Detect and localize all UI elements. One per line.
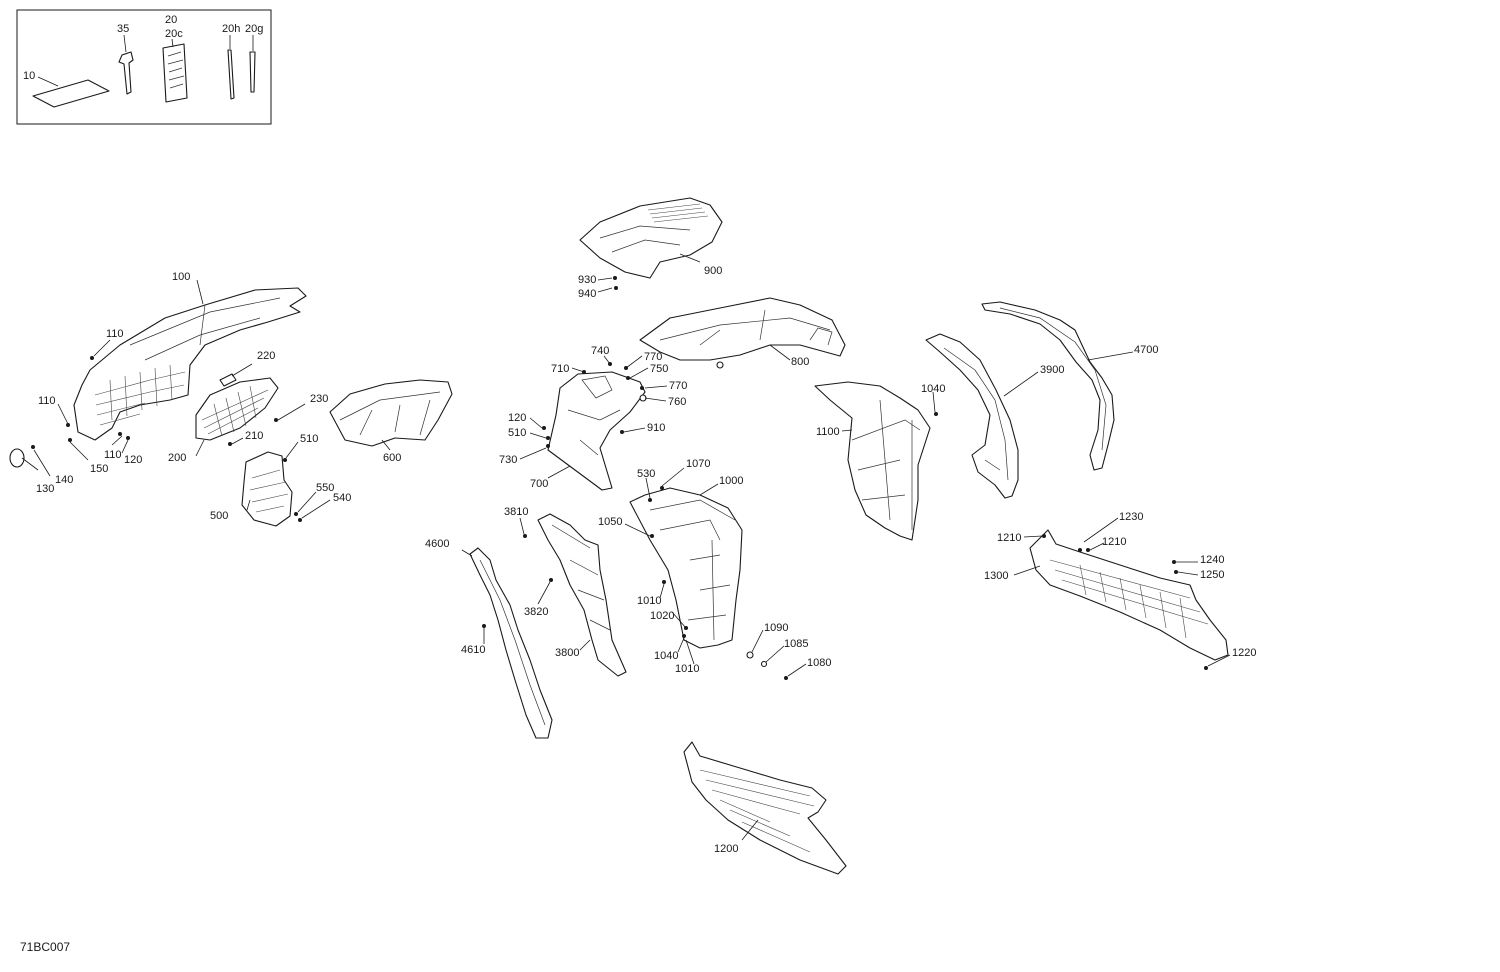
callout-1090: 1090 [764,622,788,634]
callout-730: 730 [499,454,517,466]
part-600-front-panel [329,379,453,447]
callout-910: 910 [647,422,665,434]
callout-110-bottom: 110 [104,449,122,461]
part-100-front-fascia [73,287,307,441]
part-1000-center-console [629,487,743,649]
callout-510-center: 510 [508,427,526,439]
part-4700-fender-trim [981,301,1115,471]
part-700-center-panel [547,371,646,491]
callout-1010-lower: 1010 [675,663,699,675]
wrench-part [118,51,134,95]
hood-assembly: 900 930 940 800 710 740 770 750 770 760 … [499,197,846,491]
part-3800-kick-panel [537,513,627,677]
callout-120-left: 120 [124,454,142,466]
kit-box-frame [16,9,272,125]
callout-230: 230 [310,393,328,405]
callout-1040-lower: 1040 [654,650,678,662]
owners-manual-part [32,79,110,108]
callout-770-lower: 770 [669,380,687,392]
callout-1000: 1000 [719,475,743,487]
callout-20g: 20g [245,23,263,35]
callout-20h: 20h [222,23,240,35]
callout-1230: 1230 [1119,511,1143,523]
callout-550: 550 [316,482,334,494]
callout-3820: 3820 [524,606,548,618]
callout-1300: 1300 [984,570,1008,582]
callout-130: 130 [36,483,54,495]
callout-3900: 3900 [1040,364,1064,376]
callout-1240: 1240 [1200,554,1224,566]
callout-20: 20 [165,14,177,26]
callout-710: 710 [551,363,569,375]
tool-20h-part [227,49,235,100]
callout-1020: 1020 [650,610,674,622]
callout-1085: 1085 [784,638,808,650]
callout-3800: 3800 [555,647,579,659]
callout-510-left: 510 [300,433,318,445]
callout-4610: 4610 [461,644,485,656]
callout-20c: 20c [165,28,183,40]
callout-10: 10 [23,70,35,82]
part-1300-rocker-panel [1029,529,1229,661]
kit-box: 10 35 20 20c 20h 20g [16,9,272,125]
callout-120-center: 120 [508,412,526,424]
callout-940: 940 [578,288,596,300]
callout-760: 760 [668,396,686,408]
callout-210: 210 [245,430,263,442]
callout-800: 800 [791,356,809,368]
callout-750: 750 [650,363,668,375]
callout-110-left: 110 [38,395,56,407]
part-220-clip [219,373,237,387]
callout-770-top: 770 [644,351,662,363]
callout-1050: 1050 [598,516,622,528]
front-fascia-assembly: 100 110 110 110 120 130 140 150 200 210 … [9,271,453,527]
callout-200: 200 [168,452,186,464]
part-800-dash-top [639,297,846,361]
callout-600: 600 [383,452,401,464]
part-1100-side-panel [814,381,931,541]
rocker-panel-assembly: 1210 1230 1210 1240 1250 1300 1220 [984,511,1256,670]
part-3900-fender [925,333,1019,499]
right-side-panels: 1040 1100 3900 4700 [814,301,1158,541]
part-1200-lower-panel [683,741,847,875]
callout-140: 140 [55,474,73,486]
callout-3810: 3810 [504,506,528,518]
callout-900: 900 [704,265,722,277]
callout-1210-left: 1210 [997,532,1021,544]
part-4600-rocker-trim [469,547,553,739]
callout-930: 930 [578,274,596,286]
callout-110-top: 110 [106,328,124,340]
callout-1250: 1250 [1200,569,1224,581]
callout-1220: 1220 [1232,647,1256,659]
tool-kit-part [162,43,188,103]
callout-540: 540 [333,492,351,504]
callout-1070: 1070 [686,458,710,470]
part-900-hood [579,197,723,279]
lower-console-assembly: 530 1070 1000 1050 1010 1020 1040 1010 1… [425,458,847,875]
callout-220: 220 [257,350,275,362]
callout-1200: 1200 [714,843,738,855]
callout-4700: 4700 [1134,344,1158,356]
callout-530: 530 [637,468,655,480]
callout-4600: 4600 [425,538,449,550]
diagram-code: 71BC007 [20,940,70,954]
callout-1080: 1080 [807,657,831,669]
callout-150: 150 [90,463,108,475]
part-500-light-housing [241,451,293,527]
callout-1210-right: 1210 [1102,536,1126,548]
callout-740: 740 [591,345,609,357]
callout-1100: 1100 [816,426,840,438]
callout-35: 35 [117,23,129,35]
part-200-grille [195,377,279,441]
callout-1010-upper: 1010 [637,595,661,607]
callout-1040-right: 1040 [921,383,945,395]
part-130-ring [9,448,25,468]
tool-20g-part [249,51,256,93]
callout-500: 500 [210,510,228,522]
callout-100: 100 [172,271,190,283]
callout-700: 700 [530,478,548,490]
